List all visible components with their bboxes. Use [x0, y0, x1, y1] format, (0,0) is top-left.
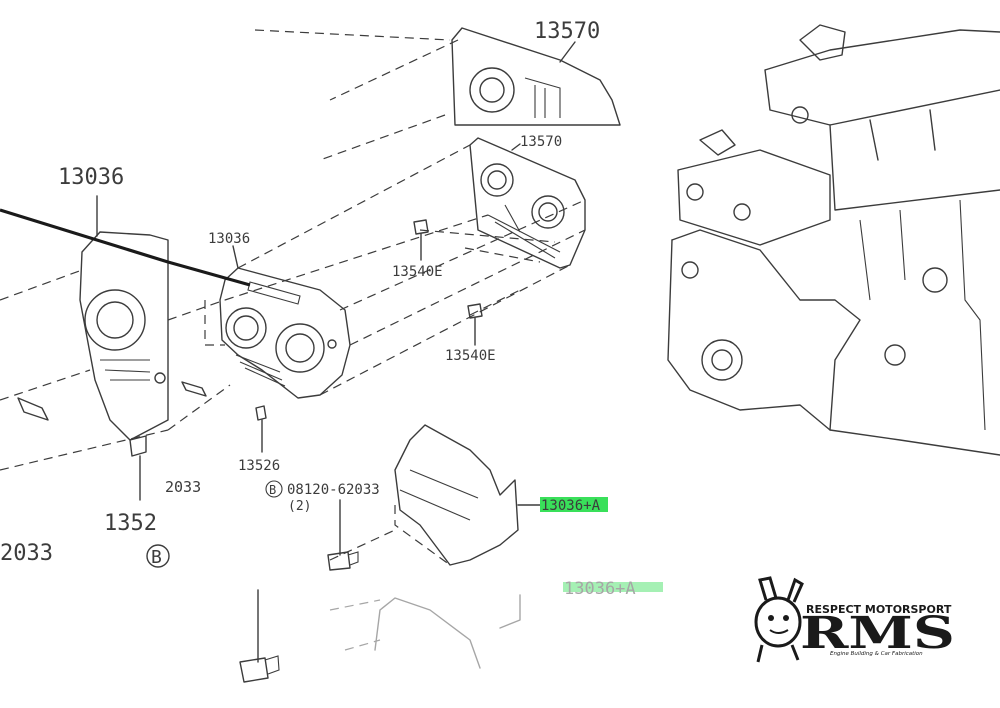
big-dash-2 [254, 29, 451, 41]
cover-13036-slot [247, 281, 301, 305]
enlarged-background-layer [0, 27, 621, 501]
big-cover-ribs [524, 77, 561, 118]
engine-port-2 [733, 203, 751, 221]
big-label-13036: 13036 [58, 165, 124, 190]
engine-head-side [829, 109, 1000, 211]
gasket-clip [181, 381, 207, 397]
faint-label-13036-a: 13036+A [564, 579, 636, 599]
rms-logo: RESPECT MOTORSPORT RMS Engine Building &… [754, 576, 955, 663]
label-08120-62033: 08120-62033 [287, 482, 380, 498]
big-b-circle [146, 544, 170, 568]
logo-letters: RMS [800, 608, 955, 659]
big-label-b: B [151, 547, 162, 568]
cover-13036 [219, 267, 351, 399]
big-13036-hole-inner [96, 301, 134, 339]
engine-head-front [677, 149, 831, 246]
big-label-2033: 2033 [0, 541, 53, 566]
engine-pulley-inner [711, 349, 733, 371]
alignment-dash-left [204, 300, 225, 346]
big-label-1352: 1352 [104, 511, 157, 536]
cover-13036-boss [327, 339, 337, 349]
label-13570: 13570 [520, 134, 562, 150]
cover-13036-a-ribs [399, 469, 479, 521]
b-circle [265, 480, 283, 498]
engine-bolt-3 [922, 267, 948, 293]
label-13036: 13036 [208, 231, 250, 247]
alignment-dash-cut [167, 299, 231, 431]
logo-tagline: Engine Building & Car Fabrication [830, 651, 923, 657]
faint-cover-outline [374, 597, 481, 669]
big-cover-hole [469, 67, 515, 113]
label-qty-2: (2) [288, 499, 311, 514]
engine-pulley [701, 339, 743, 381]
logo-brand: RESPECT MOTORSPORT [806, 603, 952, 616]
plate-13570-hole-1 [480, 163, 514, 197]
pointer-13036 [167, 260, 251, 287]
bottom-bolt [239, 589, 280, 683]
bolt-08120-62033 [327, 499, 359, 571]
faint-dash [329, 599, 381, 651]
leader-13570 [511, 143, 521, 151]
engine-ribs [859, 199, 986, 431]
big-cover-hole-inner [479, 77, 505, 103]
big-pin [129, 435, 147, 457]
label-b: B [269, 483, 276, 497]
bolt-13540e-a [413, 219, 429, 261]
big-cover-13570 [451, 27, 621, 126]
label-13540e-a: 13540E [392, 264, 443, 280]
big-small-boss [154, 372, 166, 384]
plate-13570-hole-2 [531, 195, 565, 229]
rabbit-mascot-icon [754, 576, 804, 663]
cover-13036-hole-2 [275, 323, 325, 373]
faint-highlight [563, 582, 663, 592]
plate-13570-ribs [487, 204, 561, 259]
highlight-13036-a [540, 497, 608, 512]
big-gasket-clip [17, 397, 49, 421]
engine-block-outline [671, 229, 1000, 456]
alignment-dash-bolts [419, 229, 556, 316]
engine-bolt-1 [681, 261, 699, 279]
cut-label-2033: 2033 [165, 478, 201, 496]
cover-13036-hole-2-inner [285, 333, 315, 363]
cover-13036-ribs [235, 354, 286, 387]
label-13540e-b: 13540E [445, 348, 496, 364]
label-13036-a: 13036+A [541, 498, 601, 514]
engine-block [667, 24, 1000, 456]
faint-cover-edge [499, 594, 521, 629]
bolt-13540e-b [467, 303, 483, 346]
alignment-dash-upper [224, 144, 586, 396]
main-diagram-layer [167, 137, 586, 571]
cover-13036-a-dash [329, 505, 451, 566]
engine-head-top [764, 29, 1000, 126]
plate-13570-hole-2-inner [538, 202, 558, 222]
big-13036-dash [0, 269, 169, 471]
engine-block-lower [667, 239, 831, 431]
cover-13036-a [394, 424, 519, 566]
leader-13036 [232, 245, 239, 269]
big-13036-ribs [100, 359, 151, 381]
engine-cap-mid [699, 129, 736, 156]
plate-13570-hole-1-inner [487, 170, 507, 190]
cover-13036-hole-1-inner [233, 315, 259, 341]
plate-13570 [469, 137, 586, 269]
faint-lower-layer: 13036+A [329, 579, 663, 669]
cover-13036-hole-1 [225, 307, 267, 349]
engine-cap-top [799, 24, 846, 61]
label-13526: 13526 [238, 458, 280, 474]
big-13570-leader [559, 41, 576, 63]
big-13036-hole [84, 289, 146, 351]
big-13036-pointer [0, 208, 169, 264]
big-cover-13036 [79, 231, 169, 441]
big-label-13570: 13570 [534, 19, 600, 44]
engine-bolt-2 [884, 344, 906, 366]
engine-port-1 [686, 183, 704, 201]
big-dash-1 [319, 39, 459, 161]
pin-13526 [255, 405, 267, 421]
engine-port-3 [791, 106, 809, 124]
